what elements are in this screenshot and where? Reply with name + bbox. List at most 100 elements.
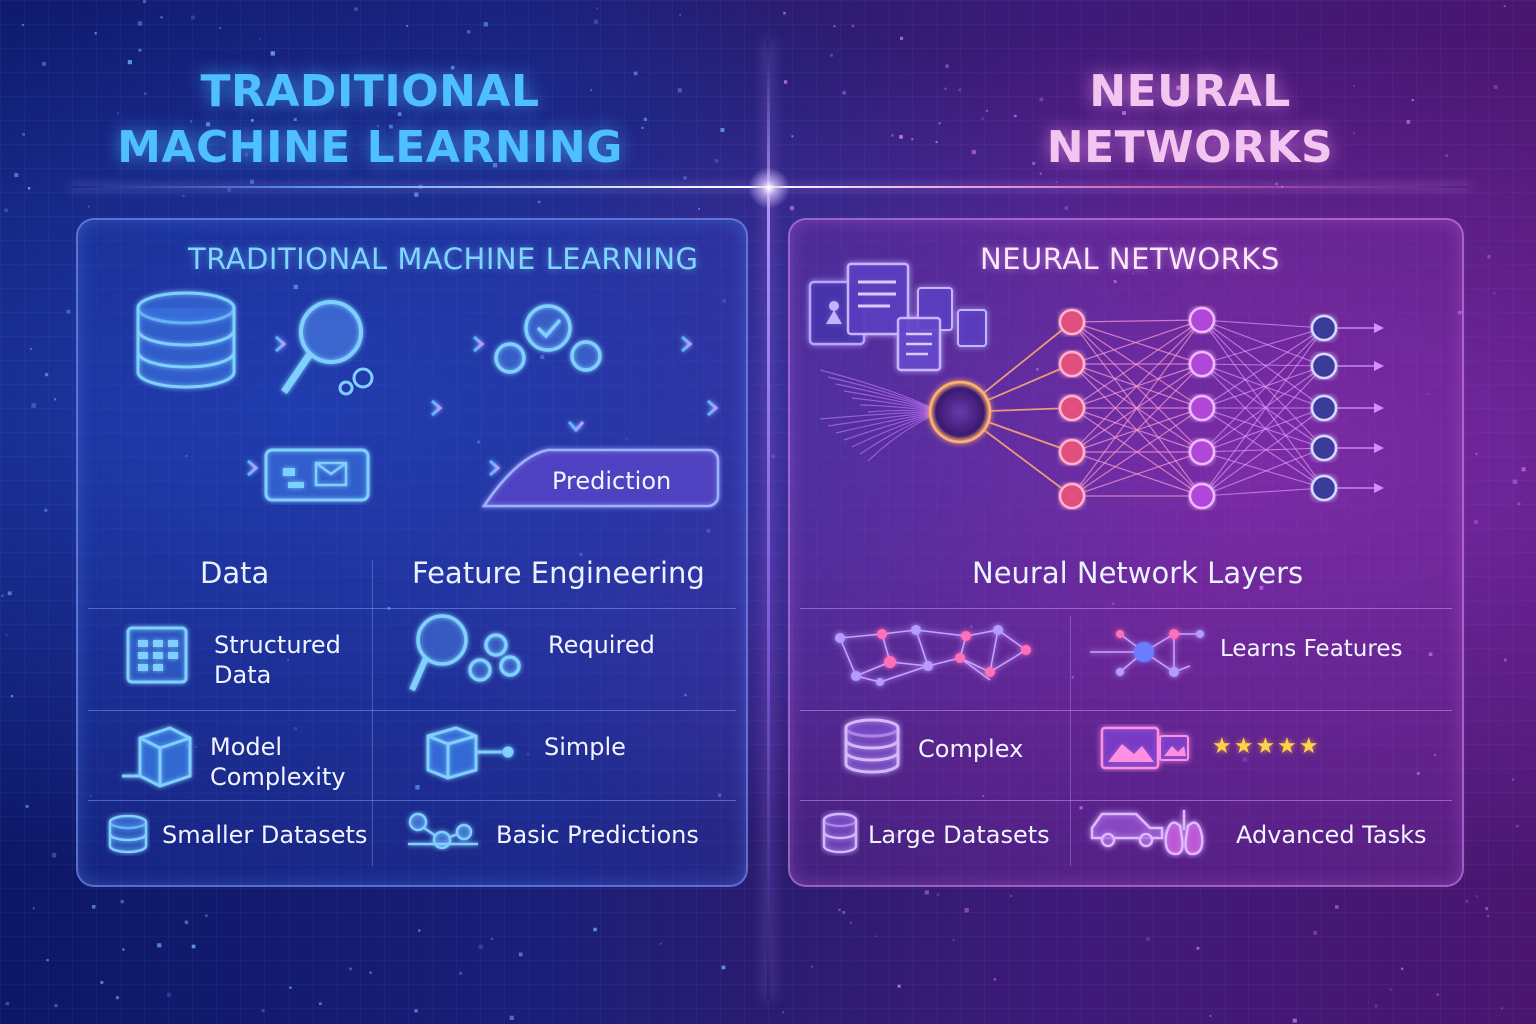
connection-line — [1071, 319, 1203, 453]
pipeline-diagram — [136, 291, 720, 508]
connection-line — [1201, 327, 1325, 453]
rating-stars: ★★★★★ — [1212, 734, 1321, 759]
particle — [895, 833, 899, 838]
cell-basic-predictions: Basic Predictions — [496, 821, 699, 849]
nodes-icon — [408, 812, 478, 850]
particle — [964, 908, 969, 913]
particle — [683, 176, 687, 180]
row-divider — [88, 800, 736, 801]
particle — [714, 159, 719, 163]
particle — [54, 398, 57, 401]
particle — [1445, 154, 1448, 157]
particle — [891, 134, 894, 137]
particle — [5, 634, 8, 637]
cell-advanced-tasks: Advanced Tasks — [1236, 821, 1427, 849]
particle — [720, 128, 725, 132]
hidden-node — [1188, 394, 1216, 422]
particle — [1475, 895, 1478, 898]
particle — [842, 91, 846, 95]
connection-line — [1201, 365, 1325, 497]
particle — [205, 914, 208, 917]
particle — [1487, 255, 1491, 259]
connection-line — [1071, 319, 1203, 409]
particle — [842, 910, 846, 914]
connection-line — [1201, 319, 1325, 409]
magnifier-icon — [281, 300, 363, 394]
cell-required: Required — [548, 631, 655, 659]
particle — [27, 187, 31, 190]
particle — [343, 103, 348, 108]
output-node — [1310, 314, 1338, 342]
row-divider — [800, 710, 1452, 711]
particle — [184, 920, 189, 925]
particle — [94, 32, 97, 35]
particle — [245, 153, 248, 156]
particle — [185, 454, 188, 457]
connection-line — [1071, 407, 1203, 497]
connection-line — [1201, 363, 1325, 367]
particle — [1334, 905, 1339, 909]
particle — [1313, 931, 1318, 935]
connection-line — [1201, 451, 1325, 489]
particle — [789, 205, 795, 211]
particle — [32, 907, 35, 910]
particle — [643, 117, 647, 121]
database-icon — [136, 291, 236, 389]
particle — [22, 133, 25, 136]
particle — [387, 606, 391, 610]
col-header-feature-engineering: Feature Engineering — [412, 556, 705, 590]
particle — [1517, 502, 1521, 506]
particle — [227, 187, 232, 192]
particle — [993, 978, 997, 981]
row-icons — [822, 625, 1204, 856]
col-header-nn-layers: Neural Network Layers — [972, 556, 1304, 590]
particle — [397, 112, 402, 116]
particle — [782, 1011, 784, 1014]
connection-line — [1201, 363, 1325, 489]
title-traditional-ml: TRADITIONAL MACHINE LEARNING — [100, 64, 640, 176]
particle — [1071, 676, 1074, 679]
particle — [1259, 585, 1264, 590]
particle — [250, 179, 255, 184]
particle — [981, 117, 984, 120]
cube-icon — [122, 726, 192, 788]
particle — [1275, 182, 1278, 186]
prediction-label: Prediction — [552, 467, 672, 495]
particle — [1214, 139, 1217, 142]
particle — [829, 53, 833, 57]
output-arrow — [1374, 443, 1384, 453]
particle — [706, 528, 711, 533]
particle — [875, 935, 878, 938]
particle — [369, 971, 372, 974]
particle — [66, 309, 71, 314]
particle — [1061, 136, 1066, 141]
particle — [625, 438, 628, 440]
particle — [206, 122, 211, 127]
particle — [287, 658, 290, 661]
connection-line — [1201, 327, 1325, 497]
database-icon — [844, 718, 900, 774]
connection-line — [1071, 451, 1203, 497]
connection-line — [1071, 319, 1203, 497]
particle — [117, 112, 120, 115]
database-icon — [822, 812, 858, 854]
particle — [1039, 97, 1044, 102]
particle — [1036, 368, 1039, 371]
hidden-node — [1058, 482, 1086, 510]
network-graph-icon — [835, 625, 1031, 686]
particle — [1132, 273, 1134, 275]
hidden-node — [1188, 350, 1216, 378]
connection-line — [1201, 407, 1325, 489]
connection-line — [1201, 319, 1325, 489]
connection-line — [1201, 447, 1325, 497]
particle — [509, 1015, 514, 1021]
particle — [477, 440, 481, 444]
particle — [5, 1001, 10, 1006]
hidden-node — [1058, 308, 1086, 336]
particle — [1176, 85, 1181, 91]
particle — [1401, 967, 1404, 970]
connection-line — [1201, 327, 1325, 409]
cell-learns-features: Learns Features — [1220, 636, 1403, 662]
particle — [900, 36, 904, 40]
